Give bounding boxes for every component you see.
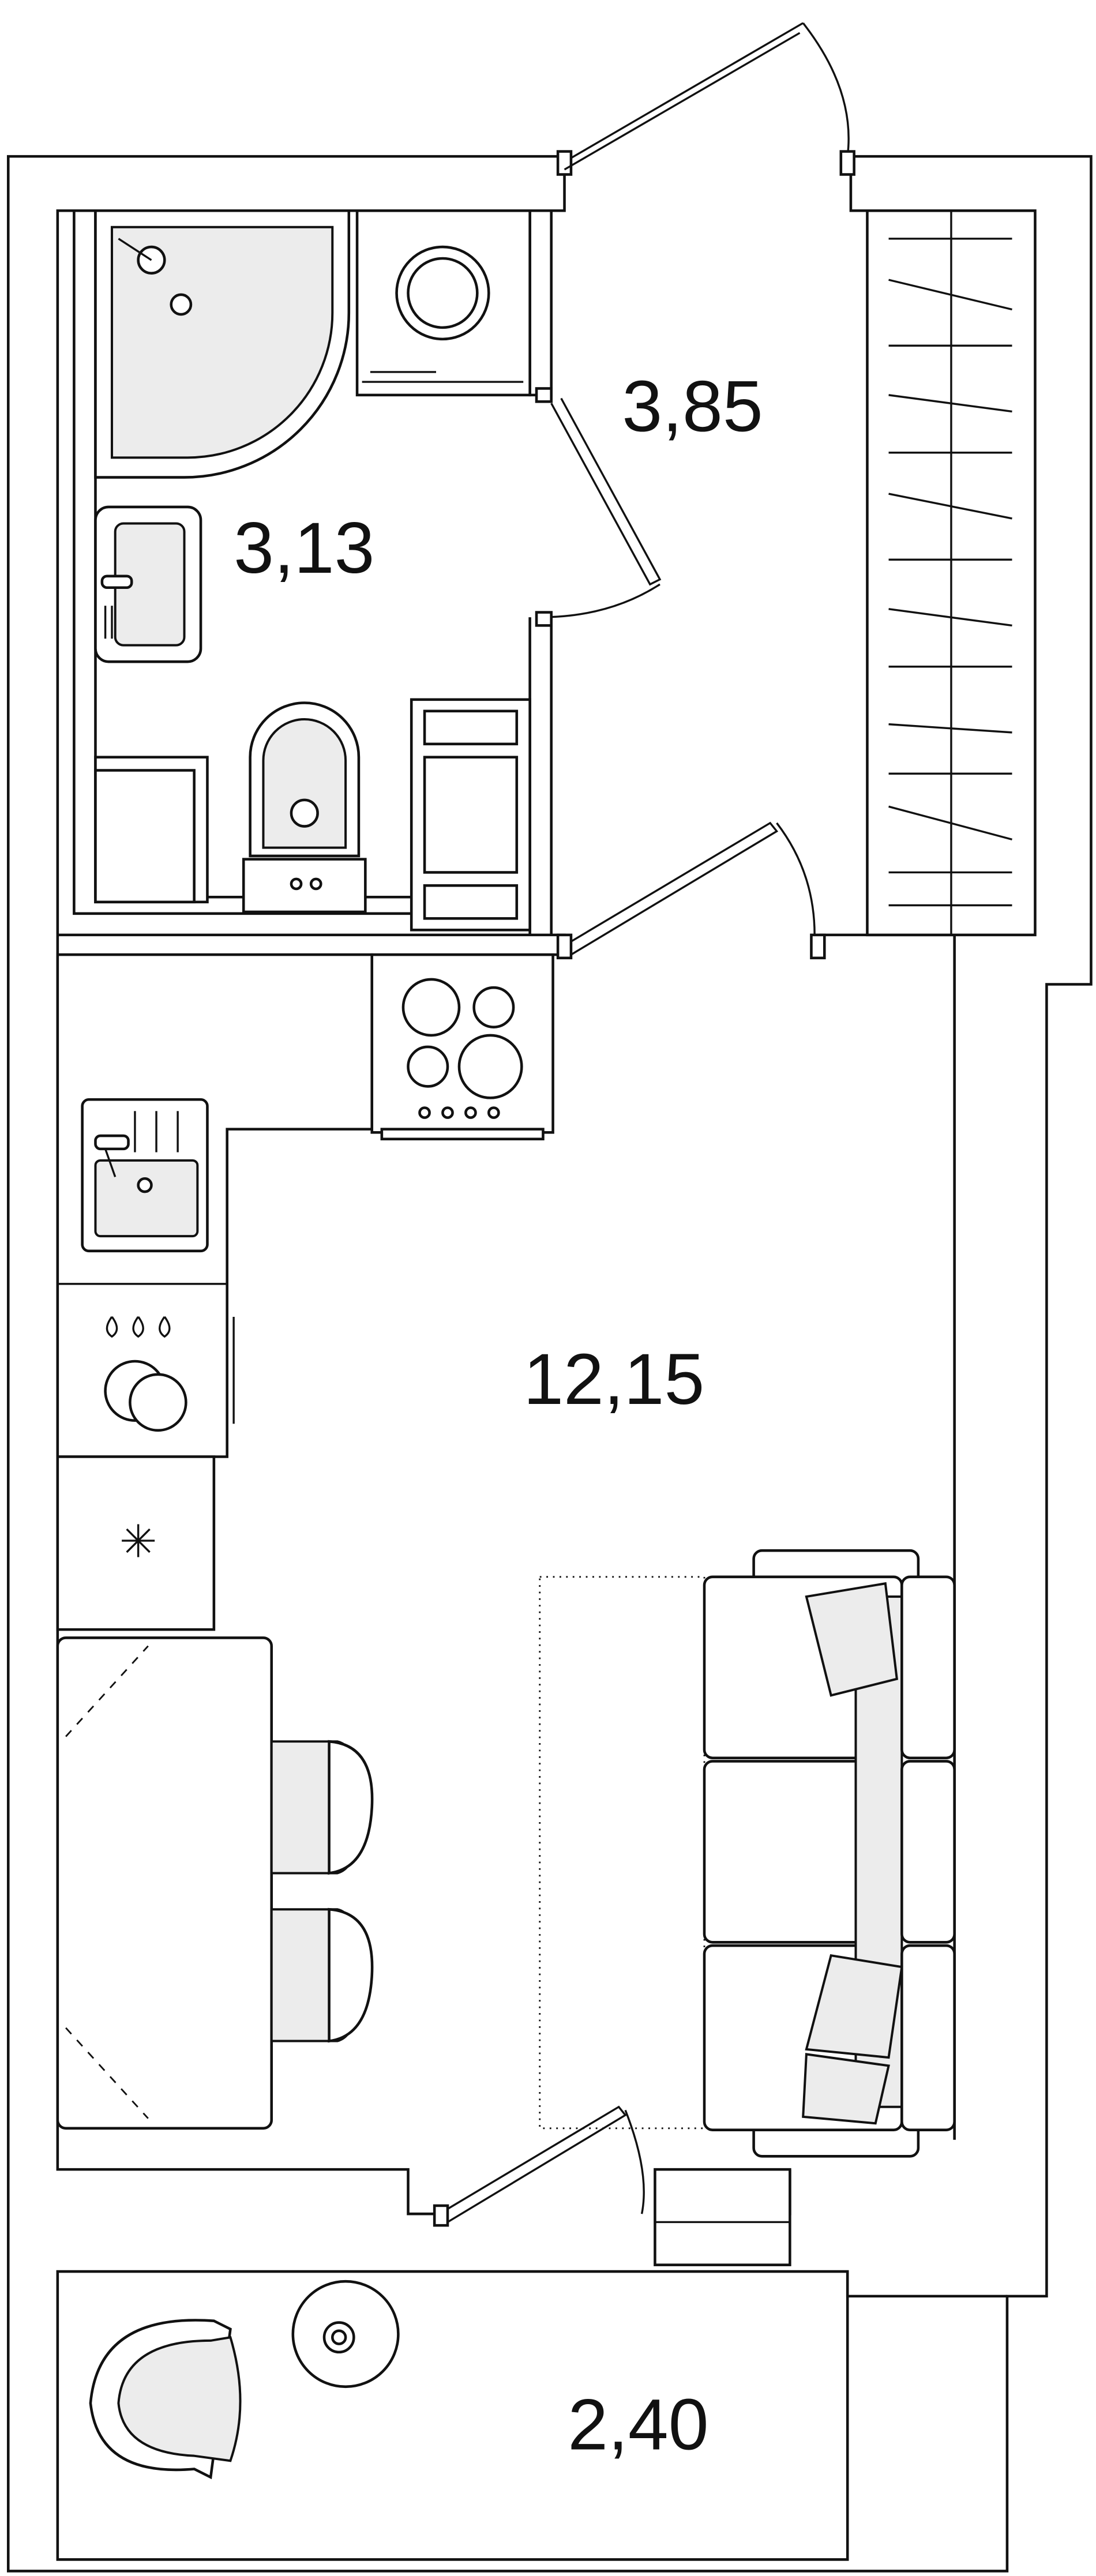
washbasin — [94, 505, 202, 663]
bathroom-door[interactable] — [535, 387, 662, 627]
room-door[interactable] — [556, 821, 826, 960]
dining-table — [56, 1636, 273, 2130]
chair — [270, 1740, 374, 1875]
wardrobe — [866, 209, 1037, 937]
bathroom-cabinet — [94, 756, 209, 904]
area-label-bathroom: 3,13 — [234, 507, 374, 588]
toilet — [242, 701, 367, 914]
chair — [270, 1907, 374, 2043]
area-label-hallway: 3,85 — [622, 366, 763, 447]
washing-machine — [355, 209, 531, 397]
armchair — [89, 2319, 242, 2480]
kitchen-counter — [56, 953, 374, 1631]
sofa-bed — [539, 1549, 956, 2158]
stove — [370, 953, 554, 1141]
area-label-living-kitchen: 12,15 — [523, 1338, 704, 1420]
area-label-balcony: 2,40 — [568, 2383, 708, 2465]
dishwasher — [104, 1316, 187, 1432]
fridge — [122, 1524, 155, 1557]
entrance-door[interactable] — [556, 22, 855, 176]
shelf — [654, 2168, 791, 2266]
shower — [94, 209, 351, 479]
towel-rack — [410, 698, 531, 932]
kitchen-sink — [81, 1098, 209, 1253]
side-table — [291, 2280, 400, 2389]
balcony-door[interactable] — [433, 2105, 645, 2227]
